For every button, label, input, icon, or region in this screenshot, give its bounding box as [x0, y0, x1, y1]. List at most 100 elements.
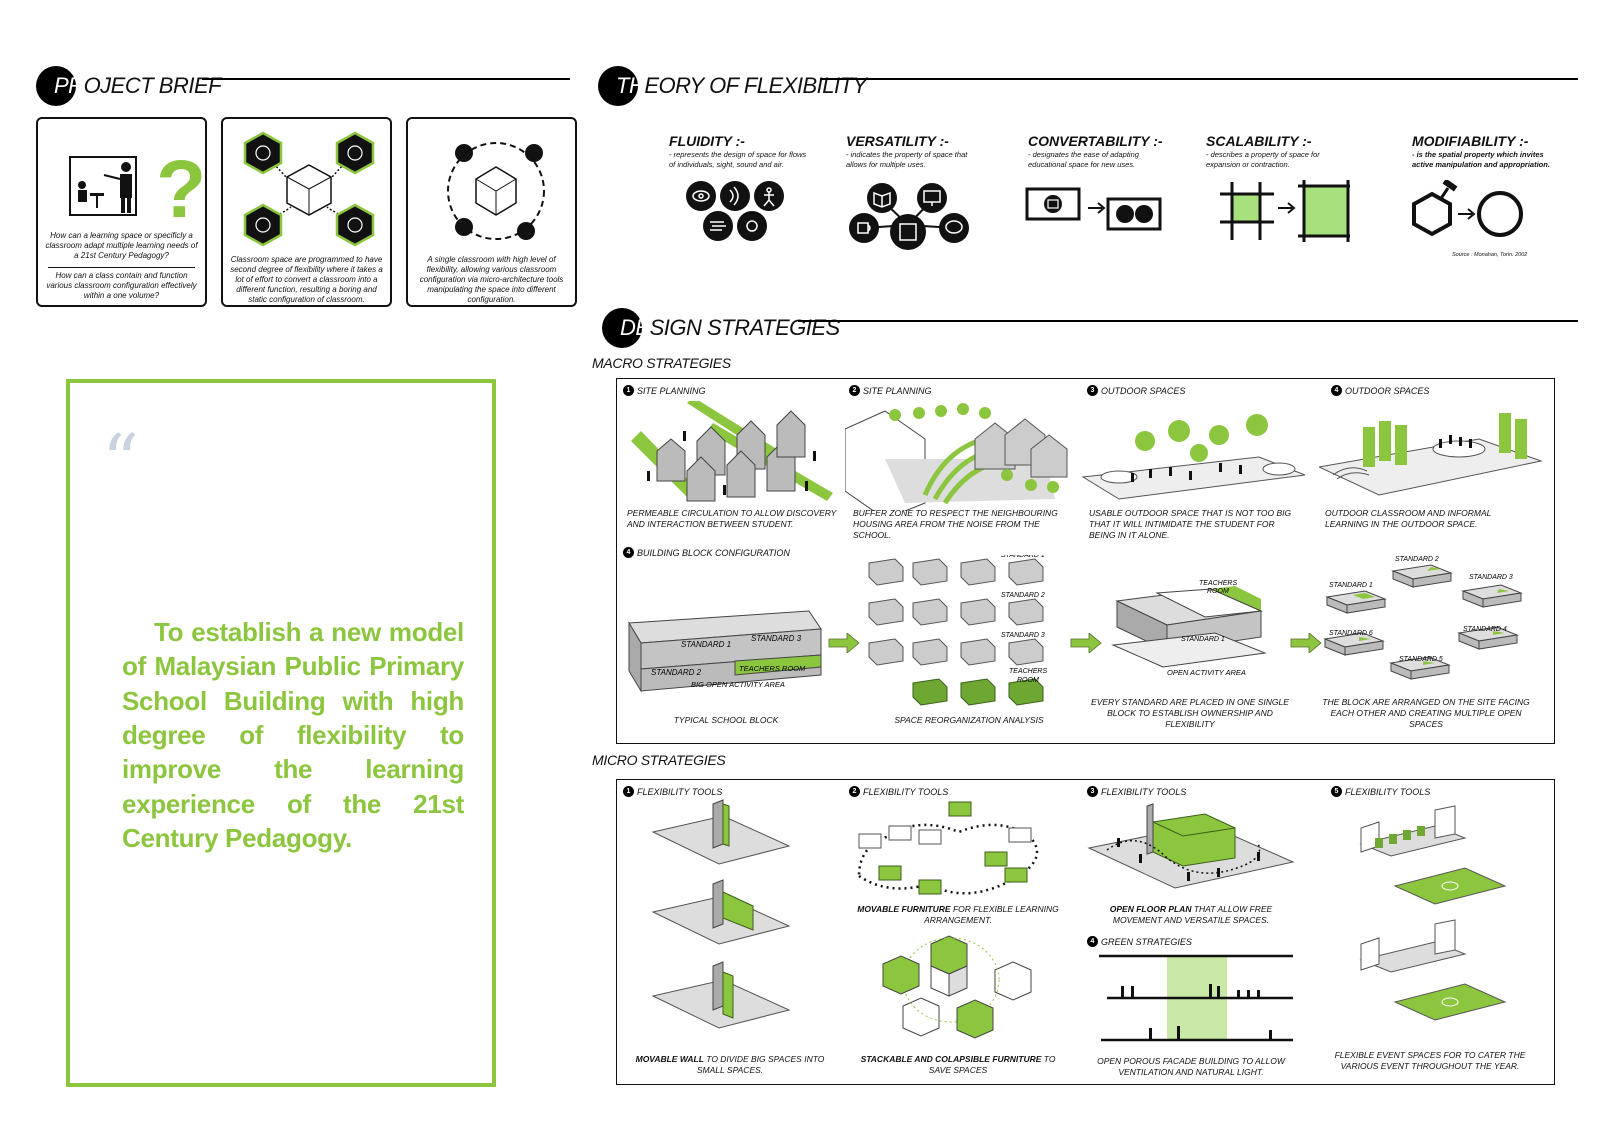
arr-standard-3: STANDARD 3 [1469, 574, 1513, 581]
theory-header: THEORY OF FLEXIBILITY [598, 66, 1578, 106]
micro-item-1-caption: MOVABLE WALL TO DIVIDE BIG SPACES INTO S… [635, 1054, 825, 1076]
coffee-icon [849, 213, 879, 243]
label-standard-1: STANDARD 1 [681, 640, 731, 649]
arr-standard-2: STANDARD 2 [1395, 556, 1439, 563]
teacher-icon: ? [69, 144, 206, 235]
question-mark-icon: ? [156, 144, 206, 235]
versatility-desc: - indicates the property of space that a… [846, 150, 968, 169]
theory-title: THEORY OF FLEXIBILITY [616, 73, 867, 98]
single-block-diagram: TEACHERS ROOM STANDARD 1 OPEN ACTIVITY A… [1111, 580, 1267, 677]
arranged-blocks-caption: THE BLOCK ARE ARRANGED ON THE SITE FACIN… [1322, 697, 1530, 730]
section-rule [202, 78, 570, 80]
project-brief-title: PROJECT BRIEF [54, 73, 222, 98]
project-brief-header: PROJECT BRIEF [36, 66, 570, 106]
label-standard-2: STANDARD 2 [651, 668, 702, 677]
micro-item-3-caption: OPEN FLOOR PLAN THAT ALLOW FREE MOVEMENT… [1109, 904, 1273, 926]
macro-item-3-caption: USABLE OUTDOOR SPACE THAT IS NOT TOO BIG… [1089, 508, 1292, 541]
outdoor-spaces-illustration-1 [1081, 414, 1306, 500]
space-reorganization-diagram: STANDARD 1 STANDARD 2 STANDARD 3 TEACHER… [868, 555, 1047, 706]
fluidity-icons [686, 181, 784, 241]
stackable-caption: STACKABLE AND COLAPSIBLE FURNITURE TO SA… [860, 1054, 1056, 1076]
micro-item-4-caption: OPEN POROUS FACADE BUILDING TO ALLOW VEN… [1097, 1056, 1285, 1078]
section-dot [36, 66, 76, 106]
modifiability-title: MODIFIABILITY :- [1412, 133, 1529, 149]
site-planning-illustration-2 [845, 403, 1068, 511]
flexible-event-spaces-illustration [1359, 805, 1507, 1021]
sound-icon [720, 181, 750, 211]
hammer-icon [1438, 180, 1458, 201]
design-strategies-header: DESIGN STRATEGIES [602, 308, 1578, 348]
outdoor-spaces-illustration-2 [1319, 413, 1543, 496]
scalability-desc: - describes a property of space for expa… [1206, 150, 1320, 169]
divider [48, 267, 195, 268]
arrow-right-icon [1070, 633, 1102, 653]
macro-item-4-caption: OUTDOOR CLASSROOM AND INFORMAL LEARNING … [1325, 508, 1492, 530]
macro-item-2-caption: BUFFER ZONE TO RESPECT THE NEIGHBOURING … [853, 508, 1058, 541]
flexible-classroom-icon [447, 142, 545, 240]
movable-wall-illustration [651, 799, 791, 1029]
micro-strategies-label: MICRO STRATEGIES [592, 752, 726, 768]
versatility-icons [849, 183, 969, 250]
mission-statement: To establish a new model of Malaysian Pu… [122, 617, 464, 853]
fluidity-title: FLUIDITY :- [669, 133, 745, 149]
brief-question-1: How can a learning space or specificly a… [45, 231, 198, 260]
arr-standard-1: STANDARD 1 [1329, 582, 1373, 589]
micro-item-5-caption: FLEXIBLE EVENT SPACES FOR TO CATER THE V… [1334, 1050, 1526, 1072]
arrow-right-icon [1290, 633, 1322, 653]
modifiability-icon [1412, 180, 1523, 237]
section-dot [598, 66, 638, 106]
reorg-standard-3: STANDARD 3 [1001, 632, 1045, 639]
brief-card-solution: A single classroom with high level of fl… [406, 117, 577, 307]
movable-furniture-illustration [857, 801, 1039, 895]
single-room: ROOM [1207, 588, 1229, 595]
eye-icon [686, 181, 716, 211]
quote-mark: “ [102, 419, 139, 503]
cube-icon [890, 214, 926, 250]
design-strategies-title: DESIGN STRATEGIES [620, 315, 840, 340]
arr-standard-6: STANDARD 6 [1329, 630, 1373, 637]
brief-problem-text: Classroom space are programmed to have s… [230, 255, 383, 304]
arrow-right-icon [1458, 208, 1476, 220]
micro-item-2-caption: MOVABLE FURNITURE FOR FLEXIBLE LEARNING … [857, 904, 1059, 926]
section-rule [798, 320, 1578, 322]
hexagon-cube-icon [243, 131, 375, 247]
arrow-right-icon [1088, 202, 1106, 214]
brief-solution-text: A single classroom with high level of fl… [419, 255, 564, 304]
arr-standard-4: STANDARD 4 [1463, 626, 1507, 633]
reorg-standard-1: STANDARD 1 [1001, 555, 1045, 559]
macro-item-1-caption: PERMEABLE CIRCULATION TO ALLOW DISCOVERY… [627, 508, 837, 530]
brief-card-problem: Classroom space are programmed to have s… [221, 117, 392, 307]
chat-icon [939, 213, 969, 243]
space-reorganization-caption: SPACE REORGANIZATION ANALYSIS [894, 715, 1044, 725]
section-rule [820, 78, 1578, 80]
convertability-title: CONVERTABILITY :- [1028, 133, 1163, 149]
versatility-title: VERSATILITY :- [846, 133, 949, 149]
modifiability-desc: - is the spatial property which invites … [1412, 150, 1550, 169]
single-open-activity: OPEN ACTIVITY AREA [1167, 668, 1246, 677]
section-dot [602, 308, 642, 348]
brief-question-2: How can a class contain and function var… [46, 271, 197, 300]
macro-strategies-label: MACRO STRATEGIES [592, 355, 731, 371]
arranged-blocks-diagram: STANDARD 1 STANDARD 2 STANDARD 3 STANDAR… [1323, 556, 1523, 680]
reorg-room: ROOM [1017, 677, 1039, 684]
single-teachers: TEACHERS [1199, 580, 1237, 587]
site-planning-illustration-1 [631, 401, 833, 502]
scalability-title: SCALABILITY :- [1206, 133, 1312, 149]
reorg-standard-2: STANDARD 2 [1001, 592, 1045, 599]
label-teachers-room: TEACHERS ROOM [739, 664, 806, 673]
arrow-right-icon [1278, 202, 1296, 214]
theory-source: Source : Monahan, Torin. 2002 [1452, 252, 1528, 258]
reorg-teachers: TEACHERS [1009, 668, 1047, 675]
fluidity-desc: - represents the design of space for flo… [669, 150, 807, 169]
arrow-right-icon [828, 633, 860, 653]
single-standard-1: STANDARD 1 [1181, 636, 1225, 643]
computer-icon [917, 183, 947, 213]
